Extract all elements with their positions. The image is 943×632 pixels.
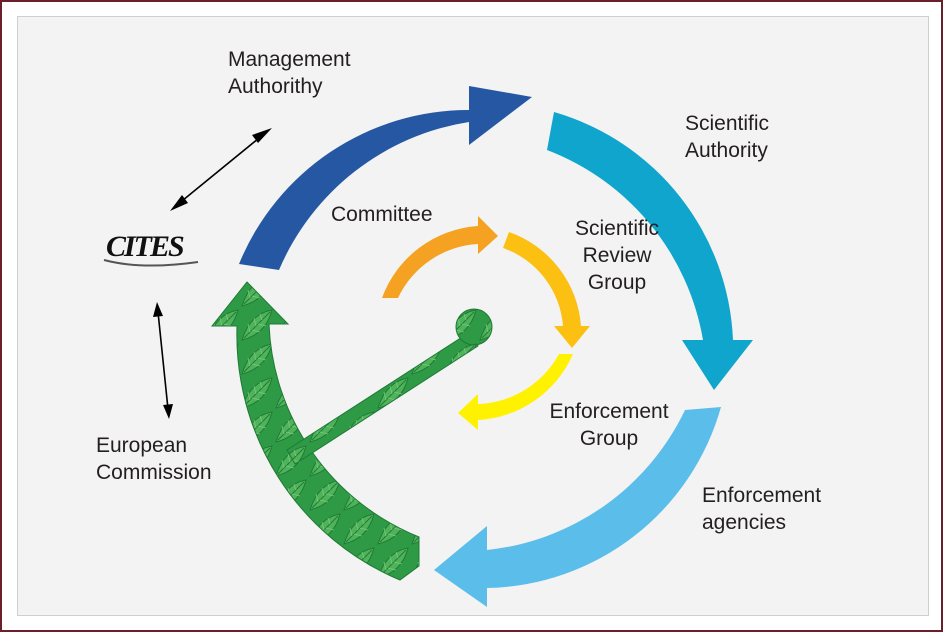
label-line: Enforcement: [549, 400, 669, 423]
enforcement-group-label: Enforcement Group: [534, 398, 684, 452]
committee-arrow: [382, 216, 498, 298]
enforcement-agencies-arrow: [434, 407, 721, 607]
committee-label: Committee: [331, 203, 433, 226]
label-line: Scientific: [574, 217, 660, 240]
leaf-handle: [286, 331, 479, 465]
label-line: Review: [582, 244, 652, 267]
cites-logo: CITES: [103, 230, 199, 267]
management-authority-label: Management Authorithy: [228, 46, 351, 100]
enforcement-group-arrow: [458, 354, 573, 430]
scientific-authority-label: Scientific Authority: [685, 110, 769, 164]
cites-commission-link: [153, 302, 173, 419]
european-commission-arrow: [210, 281, 420, 581]
scientific-authority-arrow: [547, 112, 753, 390]
label-line: Group: [587, 271, 647, 294]
enforcement-agencies-label: Enforcement agencies: [702, 482, 821, 536]
scientific-review-group-label: Scientific Review Group: [557, 215, 677, 296]
label-line: Commission: [96, 461, 212, 484]
label-line: Group: [579, 427, 639, 450]
label-line: European: [96, 434, 188, 457]
label-line: Authorithy: [228, 75, 323, 98]
label-line: agencies: [702, 511, 787, 534]
label-line: Management: [228, 48, 351, 71]
management-authority-arrow: [239, 86, 532, 270]
scientific-review-group-arrow: [503, 232, 590, 348]
label-line: Enforcement: [702, 484, 822, 507]
cites-logo-text: CITES: [106, 230, 184, 263]
label-line: Scientific: [685, 112, 770, 135]
cites-management-link: [170, 128, 272, 211]
label-line: Authority: [685, 139, 768, 162]
european-commission-label: European Commission: [96, 432, 212, 486]
leaf-hub: [455, 308, 493, 346]
